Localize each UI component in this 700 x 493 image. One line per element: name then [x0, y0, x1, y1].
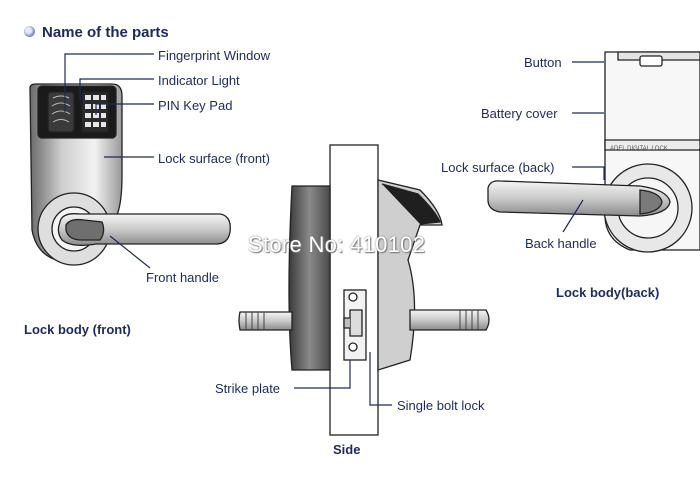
label-front-handle: Front handle: [146, 270, 219, 285]
label-strike-plate: Strike plate: [215, 381, 281, 396]
label-pin-key-pad: PIN Key Pad: [158, 98, 233, 113]
label-back-handle: Back handle: [525, 236, 597, 251]
label-button: Button: [524, 55, 562, 70]
label-lock-body-back: Lock body(back): [556, 285, 660, 300]
label-indicator-light: Indicator Light: [158, 73, 240, 88]
label-single-bolt-lock: Single bolt lock: [397, 398, 485, 413]
label-lock-surface-front: Lock surface (front): [158, 151, 270, 166]
label-battery-cover: Battery cover: [481, 106, 558, 121]
side-lock-view: [238, 144, 490, 436]
title-bullet-icon: [24, 26, 35, 37]
front-lock-body: [29, 83, 231, 266]
back-body-brand-text: ADEL DIGITAL LOCK: [610, 146, 668, 152]
diagram-title: Name of the parts: [42, 24, 169, 41]
back-lock-body: [487, 51, 700, 253]
label-lock-surface-back: Lock surface (back): [441, 160, 555, 175]
label-side: Side: [333, 442, 361, 457]
label-fingerprint-window: Fingerprint Window: [158, 48, 270, 63]
store-watermark: Store No: 410102: [248, 232, 426, 257]
label-lock-body-front: Lock body (front): [24, 322, 131, 337]
